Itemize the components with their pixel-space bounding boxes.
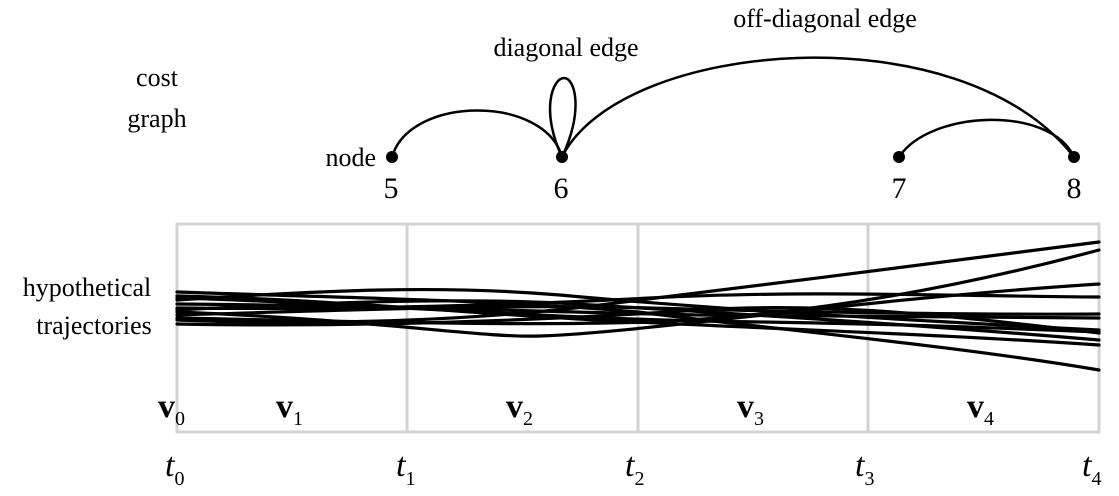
segment-label-v3: v3 <box>737 388 764 430</box>
graph-node-8 <box>1068 151 1080 163</box>
trajectory-curve <box>175 287 1101 332</box>
graph-node-6 <box>556 151 568 163</box>
cost-graph-label-line2: graph <box>127 104 186 133</box>
segment-label-v4: v4 <box>967 388 994 430</box>
edge-6-6-loop <box>548 76 577 160</box>
graph-node-label-7: 7 <box>892 172 907 205</box>
segment-label-v0: v0 <box>158 388 185 430</box>
trajectory-curves <box>175 240 1101 372</box>
graph-node-label-5: 5 <box>384 172 399 205</box>
segment-label-v1: v1 <box>276 388 303 430</box>
time-tick-t2: t2 <box>625 447 644 490</box>
time-tick-t3: t3 <box>855 447 874 490</box>
graph-node-label-8: 8 <box>1067 172 1082 205</box>
trajectory-curve <box>175 296 1101 334</box>
trajectory-panel: hypothetical trajectories v0 v1 v2 v3 v4… <box>23 222 1101 490</box>
node-label: node <box>325 143 376 172</box>
time-tick-t0: t0 <box>165 447 184 490</box>
edge-6-8 <box>560 56 1075 158</box>
graph-node-label-6: 6 <box>554 172 569 205</box>
cost-graph-label-line1: cost <box>136 63 179 92</box>
trajectories-label-line2: trajectories <box>36 311 152 340</box>
off-diagonal-edge-label: off-diagonal edge <box>733 4 917 33</box>
trajectories-label-line1: hypothetical <box>23 273 152 302</box>
edge-5-6 <box>390 109 564 158</box>
edge-7-8 <box>897 118 1076 158</box>
cost-graph: cost graph diagonal edge off-diagonal ed… <box>127 4 1081 205</box>
graph-node-5 <box>386 151 398 163</box>
time-tick-t1: t1 <box>396 447 415 490</box>
segment-label-v2: v2 <box>506 388 533 430</box>
diagonal-edge-label: diagonal edge <box>493 33 638 62</box>
time-tick-t4: t4 <box>1082 447 1101 490</box>
graph-node-7 <box>893 151 905 163</box>
